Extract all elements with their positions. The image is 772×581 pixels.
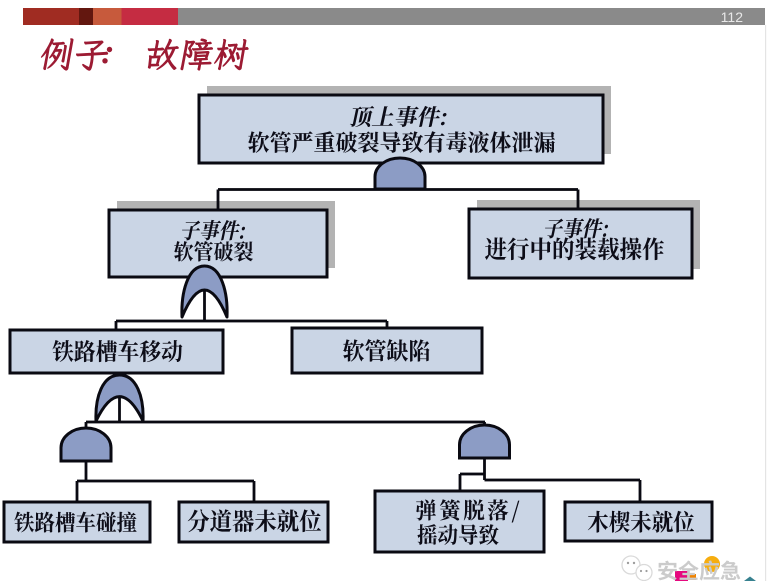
svg-text:112: 112	[721, 9, 744, 25]
